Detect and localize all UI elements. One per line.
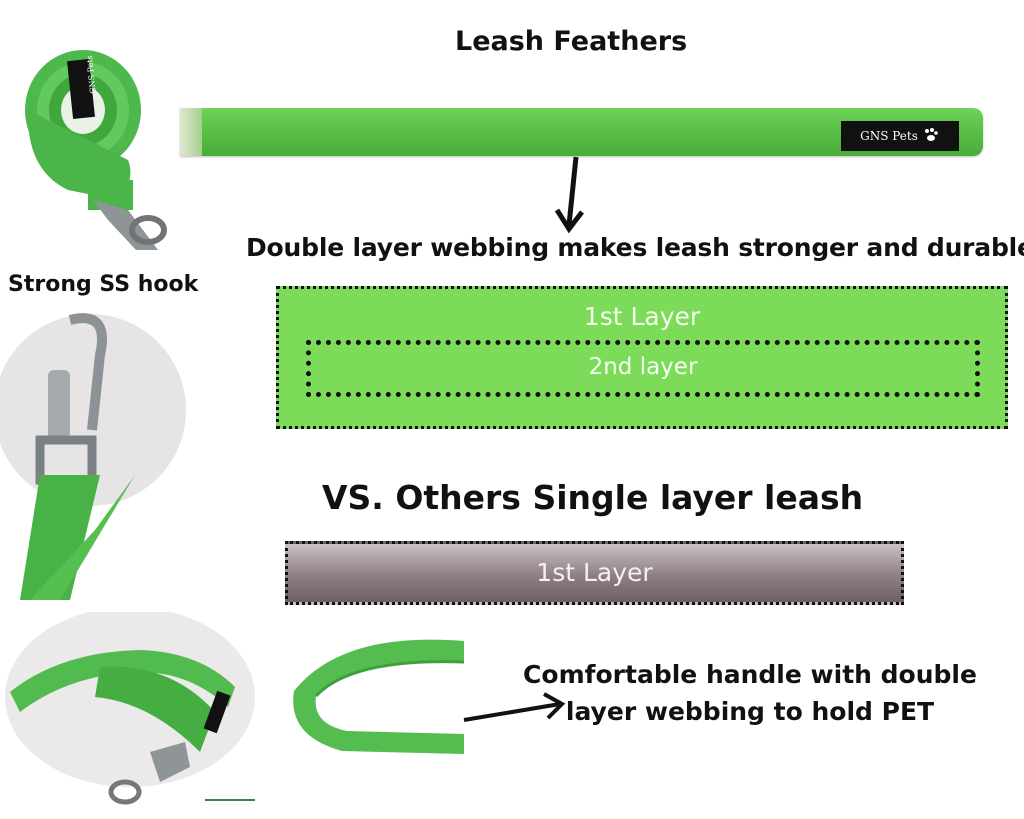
arrow-right-icon <box>463 692 566 722</box>
comparison-heading: VS. Others Single layer leash <box>322 478 864 517</box>
double-layer-diagram <box>276 286 1008 429</box>
handle-closeup-photo <box>282 636 464 766</box>
page-title: Leash Feathers <box>455 26 688 57</box>
second-layer-label: 2nd layer <box>588 354 698 380</box>
single-layer-label: 1st Layer <box>536 558 653 587</box>
handle-caption: Comfortable handle with double layer web… <box>523 660 977 726</box>
leash-coil-photo: GNS Pets <box>8 50 183 250</box>
brand-tag: GNS Pets <box>841 121 959 151</box>
single-layer-diagram <box>285 541 904 605</box>
brand-tag-label: GNS Pets <box>860 129 918 143</box>
coil-tag-label: GNS Pets <box>85 55 98 94</box>
strap-cut-end <box>180 108 202 156</box>
inner-layer-box <box>306 340 980 397</box>
first-layer-label: 1st Layer <box>583 302 701 331</box>
handle-photo <box>0 612 260 812</box>
hook-photo <box>0 300 188 600</box>
double-layer-caption: Double layer webbing makes leash stronge… <box>246 233 1024 262</box>
arrow-down-icon <box>554 156 584 234</box>
paw-icon <box>922 127 940 146</box>
hook-caption: Strong SS hook <box>8 272 199 297</box>
